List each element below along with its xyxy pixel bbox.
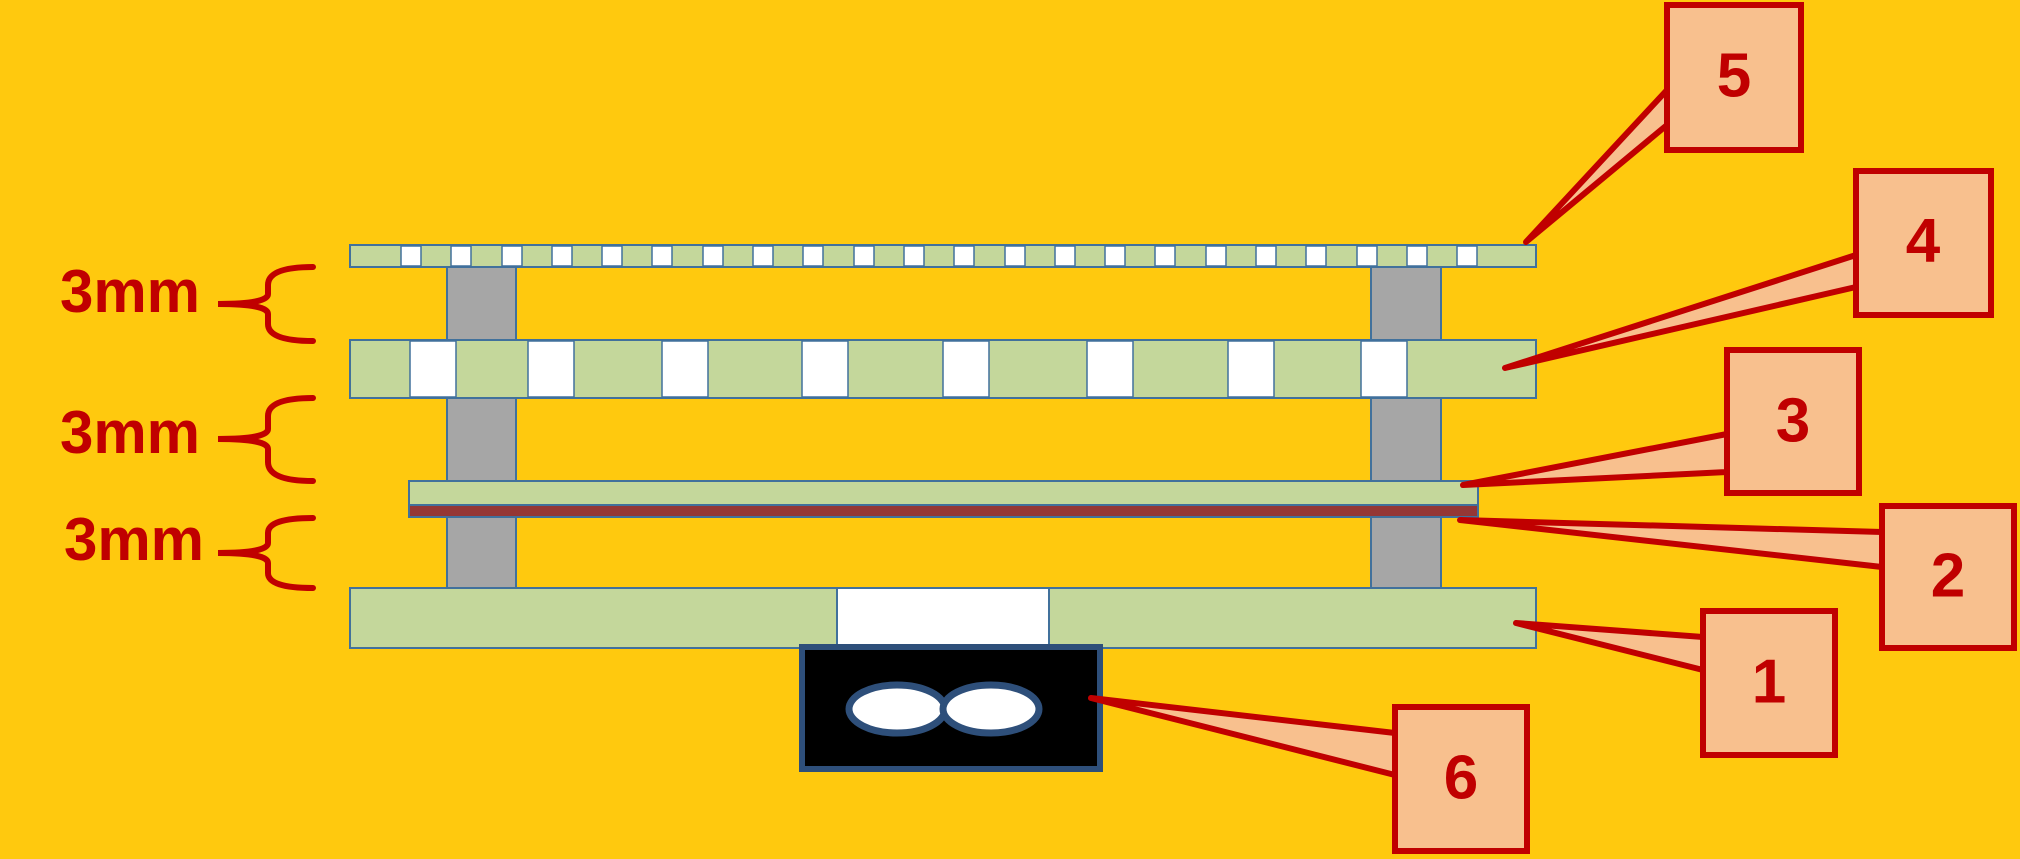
layer-5-hole <box>1406 245 1428 267</box>
layer-5-hole <box>601 245 623 267</box>
callout-6-pointer <box>1088 695 1398 778</box>
layer-5-holes <box>400 245 1478 267</box>
callout-6: 6 <box>1088 695 1530 854</box>
callout-4-label: 4 <box>1906 206 1941 275</box>
callout-2-box <box>1879 503 2017 651</box>
callout-1-pointer <box>1513 620 1706 673</box>
layer-5-hole <box>1004 245 1026 267</box>
layer-5-hole <box>1356 245 1378 267</box>
callout-3-box <box>1724 347 1862 496</box>
callout-3: 3 <box>1460 347 1862 496</box>
layer-4-hole <box>801 340 849 398</box>
brace-top <box>217 264 316 344</box>
layer-5-hole <box>1205 245 1227 267</box>
callout-6-box <box>1392 704 1530 854</box>
layer-5-hole <box>853 245 875 267</box>
callout-2-label: 2 <box>1931 541 1965 610</box>
layer-4-hole <box>1360 340 1408 398</box>
layer-4-hole <box>942 340 990 398</box>
callout-1: 1 <box>1513 608 1838 758</box>
dimension-label-top: 3mm <box>60 258 200 325</box>
callout-5-label: 5 <box>1717 41 1751 110</box>
layer-4-hole <box>1227 340 1275 398</box>
layer-5-hole <box>802 245 824 267</box>
layer-5-hole <box>450 245 472 267</box>
callout-1-box <box>1700 608 1838 758</box>
sensor-lens-right <box>939 681 1043 737</box>
layer-5-hole <box>702 245 724 267</box>
layer-4-hole <box>1086 340 1134 398</box>
layer-4-hole <box>409 340 457 398</box>
layer-1-opening <box>836 587 1050 649</box>
layer-3 <box>408 480 1479 506</box>
spacer-post-left-bottom <box>446 515 517 589</box>
brace-bottom <box>217 515 316 591</box>
callout-5-box <box>1664 2 1804 153</box>
callout-3-pointer <box>1460 431 1730 488</box>
callout-2: 2 <box>1457 503 2017 651</box>
layer-5-hole <box>400 245 422 267</box>
callout-5: 5 <box>1523 2 1804 245</box>
layer-5-hole <box>1154 245 1176 267</box>
spacer-posts <box>446 261 1442 589</box>
layer-5-hole <box>1305 245 1327 267</box>
spacer-post-right-middle <box>1370 397 1442 482</box>
layer-5-hole <box>1054 245 1076 267</box>
callout-4-box <box>1853 168 1994 318</box>
layer-5-hole <box>953 245 975 267</box>
layer-5-hole <box>752 245 774 267</box>
callout-4: 4 <box>1502 168 1994 371</box>
layer-5-hole <box>1104 245 1126 267</box>
layer-5-hole <box>501 245 523 267</box>
spacer-post-left-top <box>446 261 517 343</box>
spacer-post-right-top <box>1370 261 1442 343</box>
dimension-annotations: 3mm 3mm 3mm <box>60 258 316 591</box>
layer-5-hole <box>651 245 673 267</box>
spacer-post-left-middle <box>446 397 517 482</box>
layer-5-hole <box>1255 245 1277 267</box>
callout-3-label: 3 <box>1776 386 1810 455</box>
layer-4-hole <box>527 340 575 398</box>
dimension-label-middle: 3mm <box>60 399 200 466</box>
callout-2-pointer <box>1457 517 1885 570</box>
brace-middle <box>217 395 316 484</box>
callout-1-label: 1 <box>1752 647 1786 716</box>
sensor-lens-left <box>845 681 949 737</box>
layer-5-hole <box>903 245 925 267</box>
callout-6-label: 6 <box>1444 743 1478 812</box>
layer-2 <box>408 504 1479 518</box>
layer-4-hole <box>661 340 709 398</box>
layer-5-hole <box>1456 245 1478 267</box>
sensor-module <box>799 644 1103 772</box>
layer-5-hole <box>551 245 573 267</box>
spacer-post-right-bottom <box>1370 515 1442 589</box>
callout-5-pointer <box>1523 87 1670 245</box>
layer-5 <box>349 244 1537 268</box>
dimension-label-bottom: 3mm <box>64 506 204 573</box>
layer-4-holes <box>409 340 1408 398</box>
